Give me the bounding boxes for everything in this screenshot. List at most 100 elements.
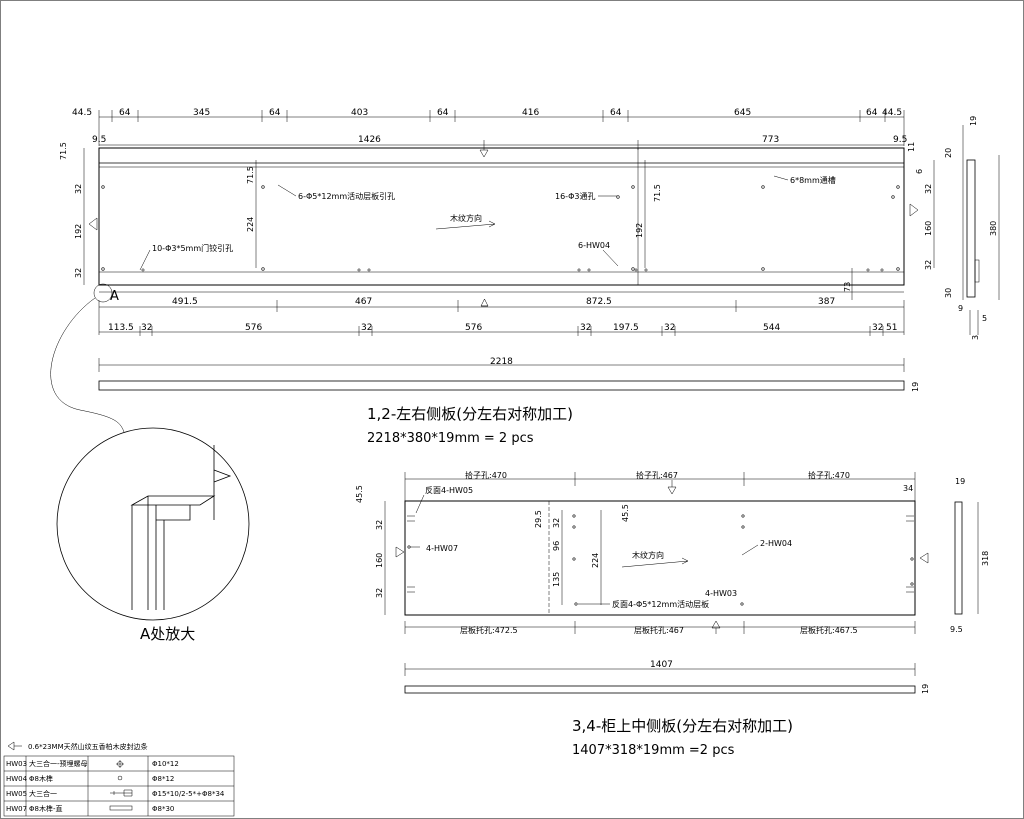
grain-direction-icon — [621, 557, 689, 568]
bottom-dim: 387 — [818, 297, 835, 307]
note-grain: 木纹方向 — [632, 550, 664, 560]
left-dim: 32 — [375, 588, 384, 598]
panel-b-outline — [404, 500, 916, 616]
inner-dim: 71.5 — [246, 166, 255, 184]
hardware-legend: 0.6*23MM天然山纹五香柏木皮封边条 HW03 大三合一-预埋螺母 Φ10*… — [3, 741, 235, 817]
grain-arrow-icon — [480, 298, 489, 307]
panel-b: 拾子孔:470 拾子孔:467 拾子孔:470 45.5 32 160 32 3… — [355, 470, 990, 758]
left-dim: 45.5 — [355, 485, 364, 503]
grain-direction-icon — [435, 220, 496, 230]
edge-length: 2218 — [490, 357, 513, 367]
left-dim: 32 — [74, 184, 83, 194]
note-holes: 16-Φ3通孔 — [555, 191, 595, 201]
mid-dim: 9.5 — [92, 135, 106, 145]
edge-view — [98, 380, 905, 391]
dowel-icon — [117, 775, 123, 781]
bottom-dim-2: 32 — [141, 323, 152, 333]
bottom-dim-2: 32 — [872, 323, 883, 333]
bottom-dim-2: 32 — [361, 323, 372, 333]
side-section — [966, 159, 976, 298]
bottom-dim: 层板托孔:472.5 — [460, 625, 518, 635]
bottom-dim-2: 32 — [580, 323, 591, 333]
detail-circle — [56, 427, 250, 621]
inner-dim: 73 — [843, 282, 852, 292]
panel-b-size: 1407*318*19mm =2 pcs — [572, 743, 735, 758]
grain-arrow-icon — [711, 620, 721, 634]
inner-dim: 71.5 — [653, 184, 662, 202]
top-dim: 44.5 — [72, 108, 92, 118]
legend-header: 0.6*23MM天然山纹五香柏木皮封边条 — [28, 742, 148, 751]
legend-spec: Φ8*30 — [152, 805, 174, 813]
legend-spec: Φ8*12 — [152, 775, 174, 783]
side-section — [954, 501, 963, 615]
cam-bolt-icon — [110, 789, 133, 797]
mid-dim: 1426 — [358, 135, 381, 145]
bottom-dim-2: 51 — [886, 323, 897, 333]
legend-name: Φ8木榫-直 — [29, 804, 63, 813]
side-dim: 9 — [958, 304, 963, 313]
bottom-dim: 491.5 — [172, 297, 198, 307]
note-door-holes: 10-Φ3*5mm门铰引孔 — [152, 243, 233, 253]
inner-dim: 45.5 — [621, 504, 630, 522]
detail-label: A处放大 — [140, 625, 195, 643]
cross-marks — [407, 515, 914, 593]
panel-a-size: 2218*380*19mm = 2 pcs — [367, 431, 534, 446]
legend-name: 大三合一 — [29, 789, 57, 798]
inner-dim: 29.5 — [534, 510, 543, 528]
top-dim: 645 — [734, 108, 751, 118]
top-dim: 拾子孔:467 — [636, 470, 678, 480]
legend-spec: Φ15*10/2-5*+Φ8*34 — [152, 790, 225, 798]
legend-code: HW03 — [6, 760, 27, 768]
side-dim: 19 — [955, 477, 965, 486]
side-dim: 20 — [944, 148, 953, 158]
top-dim: 64 — [610, 108, 622, 118]
right-dim: 34 — [903, 484, 913, 493]
side-dim: 9.5 — [950, 625, 963, 634]
note-hw03: 4-HW03 — [705, 589, 737, 598]
leader-curve — [50, 297, 125, 433]
grain-arrow-icon — [909, 203, 919, 217]
inner-dim: 32 — [924, 184, 933, 194]
top-dim: 64 — [119, 108, 131, 118]
detail-marker-circle — [93, 283, 113, 303]
cross-marks — [141, 268, 884, 272]
grain-arrow-icon — [88, 217, 98, 231]
legend-code: HW05 — [6, 790, 27, 798]
left-dim: 32 — [375, 520, 384, 530]
bottom-dim-2: 113.5 — [108, 323, 134, 333]
legend-code: HW07 — [6, 805, 27, 813]
bottom-dim-2: 544 — [763, 323, 780, 333]
side-dim: 380 — [989, 221, 998, 236]
top-dim: 64 — [269, 108, 281, 118]
bottom-dim-2: 197.5 — [613, 323, 639, 333]
joint-section — [130, 445, 232, 610]
note-back-hw05: 反面4-HW05 — [425, 485, 473, 495]
mid-dim: 9.5 — [893, 135, 907, 145]
bottom-dim: 872.5 — [586, 297, 612, 307]
detail-view: A处放大 — [50, 297, 250, 643]
bottom-dim-2: 32 — [664, 323, 675, 333]
side-dim: 19 — [969, 116, 978, 126]
straight-dowel-icon — [109, 805, 133, 811]
edge-length: 1407 — [650, 660, 673, 670]
note-hinge-holes: 6-Φ5*12mm活动层板引孔 — [298, 191, 395, 201]
top-dim: 拾子孔:470 — [808, 470, 850, 480]
top-dim: 345 — [193, 108, 210, 118]
inner-dim: 32 — [924, 260, 933, 270]
grain-arrow-icon — [919, 552, 929, 564]
inner-dim: 135 — [552, 572, 561, 587]
top-dim: 44.5 — [882, 108, 902, 118]
side-dim: 318 — [981, 551, 990, 566]
nut-icon — [116, 760, 124, 768]
bottom-dim-2: 576 — [465, 323, 482, 333]
grain-arrow-icon — [667, 480, 677, 495]
bottom-dim: 层板托孔:467 — [634, 625, 684, 635]
note-hw04: 2-HW04 — [760, 539, 792, 548]
legend-name: 大三合一-预埋螺母 — [29, 759, 88, 768]
panel-a: 44.5 64 345 64 403 64 416 64 645 64 44.5… — [59, 108, 1000, 446]
top-dim: 416 — [522, 108, 539, 118]
right-dim: 11 — [907, 142, 916, 152]
panel-b-title: 3,4-柜上中侧板(分左右对称加工) — [572, 717, 793, 735]
note-hw04: 6-HW04 — [578, 241, 610, 250]
inner-dim: 96 — [552, 541, 561, 551]
